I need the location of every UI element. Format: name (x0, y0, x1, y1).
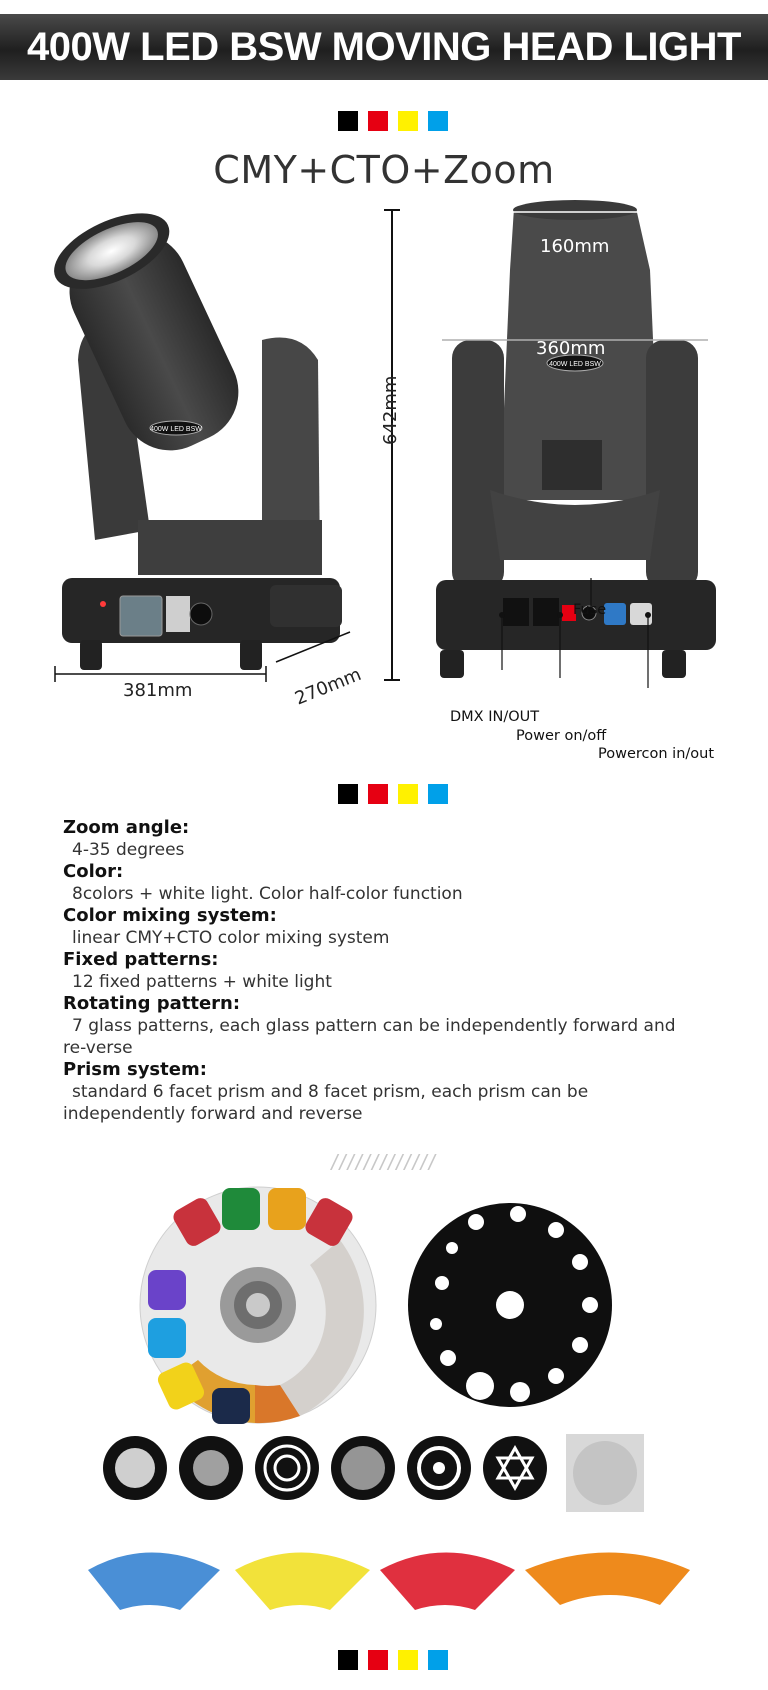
spec-item-color: Color: 8colors + white light. Color half… (63, 861, 703, 905)
color-swatch-row (338, 111, 448, 131)
moving-head-front-view: 400W LED BSW (436, 200, 716, 678)
height-label: 642mm (380, 375, 401, 445)
color-swatch-yellow (398, 784, 418, 804)
spec-label: Fixed patterns: (63, 949, 219, 970)
cmy-flag-row (88, 1552, 690, 1610)
spec-label: Color mixing system: (63, 905, 277, 926)
spec-value: 7 glass patterns, each glass pattern can… (63, 1016, 676, 1058)
color-swatch-black (338, 111, 358, 131)
spec-value: 12 fixed patterns + white light (72, 972, 332, 992)
feature-subtitle: CMY+CTO+Zoom (213, 148, 555, 192)
spec-item-rotating-pattern: Rotating pattern: 7 glass patterns, each… (63, 993, 703, 1059)
spec-label: Rotating pattern: (63, 993, 241, 1014)
spec-item-fixed-patterns: Fixed patterns: 12 fixed patterns + whit… (63, 949, 703, 993)
color-swatch-black (338, 784, 358, 804)
spec-item-color-mixing: Color mixing system: linear CMY+CTO colo… (63, 905, 703, 949)
front-badge-text: 400W LED BSW (549, 361, 601, 368)
color-swatch-yellow (398, 1650, 418, 1670)
spec-value: 8colors + white light. Color half-color … (72, 884, 463, 904)
section-divider: ///////////// (331, 1150, 437, 1175)
gobo-pattern-row (103, 1434, 644, 1512)
spec-item-prism: Prism system: standard 6 facet prism and… (63, 1059, 703, 1125)
spec-value: linear CMY+CTO color mixing system (72, 928, 390, 948)
page-title: 400W LED BSW MOVING HEAD LIGHT (27, 25, 741, 69)
color-swatch-row-3 (338, 1650, 448, 1670)
head-diameter-label: 160mm (540, 236, 610, 257)
gobo-wheel-image (408, 1203, 612, 1407)
moving-head-side-view: 400W LED BSW (54, 213, 342, 670)
product-illustration: 400W LED BSW 400W LED BSW (54, 200, 716, 688)
power-switch-label: Power on/off (516, 728, 607, 744)
color-swatch-yellow (398, 111, 418, 131)
color-wheel-image (139, 1186, 377, 1424)
color-swatch-cyan (428, 784, 448, 804)
spec-item-zoom: Zoom angle: 4-35 degrees (63, 817, 703, 861)
color-swatch-cyan (428, 1650, 448, 1670)
spec-label: Color: (63, 861, 124, 882)
width-label: 381mm (123, 680, 193, 701)
color-swatch-cyan (428, 111, 448, 131)
wheels-illustration (88, 1186, 690, 1610)
fuse-label: Fuse (573, 602, 607, 618)
color-swatch-red (368, 784, 388, 804)
color-swatch-red (368, 111, 388, 131)
color-swatch-black (338, 1650, 358, 1670)
spec-value: standard 6 facet prism and 8 facet prism… (63, 1082, 589, 1124)
powercon-label: Powercon in/out (598, 746, 715, 762)
color-swatch-red (368, 1650, 388, 1670)
title-banner (0, 14, 768, 80)
spec-value: 4-35 degrees (72, 840, 185, 860)
dmx-label: DMX IN/OUT (450, 709, 540, 725)
spec-label: Zoom angle: (63, 817, 190, 838)
depth-dimension-line (275, 631, 351, 663)
yoke-width-label: 360mm (536, 338, 606, 359)
spec-label: Prism system: (63, 1059, 207, 1080)
spec-list: Zoom angle: 4-35 degrees Color: 8colors … (63, 817, 703, 1125)
color-swatch-row-2 (338, 784, 448, 804)
side-badge-text: 400W LED BSW (150, 426, 202, 433)
